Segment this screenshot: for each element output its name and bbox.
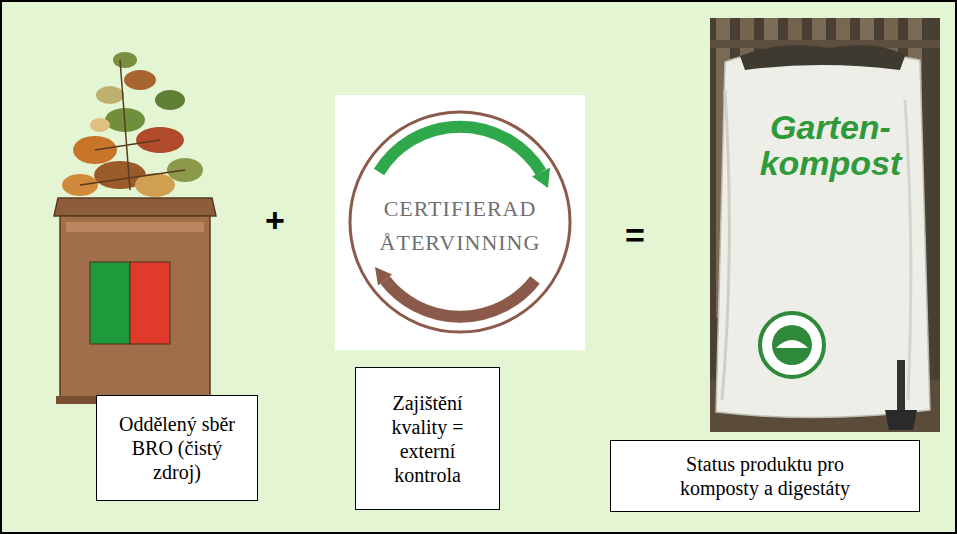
equals-sign: = — [615, 215, 655, 256]
box-text: Zajištění kvality = externí kontrola — [368, 391, 487, 487]
text-box: Zajištění kvality = externí kontrola — [355, 367, 500, 510]
plus-sign: + — [255, 200, 295, 241]
logo-text: CERTIFIERAD ÅTERVINNING — [360, 192, 560, 260]
box-text: Status produktu pro komposty a digestáty — [656, 452, 874, 500]
bag-brand-text: Garten- kompost — [738, 110, 923, 181]
text-box: Status produktu pro komposty a digestáty — [610, 440, 920, 512]
compost-bag-photo — [710, 18, 940, 432]
box-text: Oddělený sběr BRO (čistý zdroj) — [111, 412, 243, 484]
certification-logo — [335, 95, 585, 350]
bin-illustration — [54, 52, 216, 404]
text-box: Oddělený sběr BRO (čistý zdroj) — [96, 395, 258, 501]
